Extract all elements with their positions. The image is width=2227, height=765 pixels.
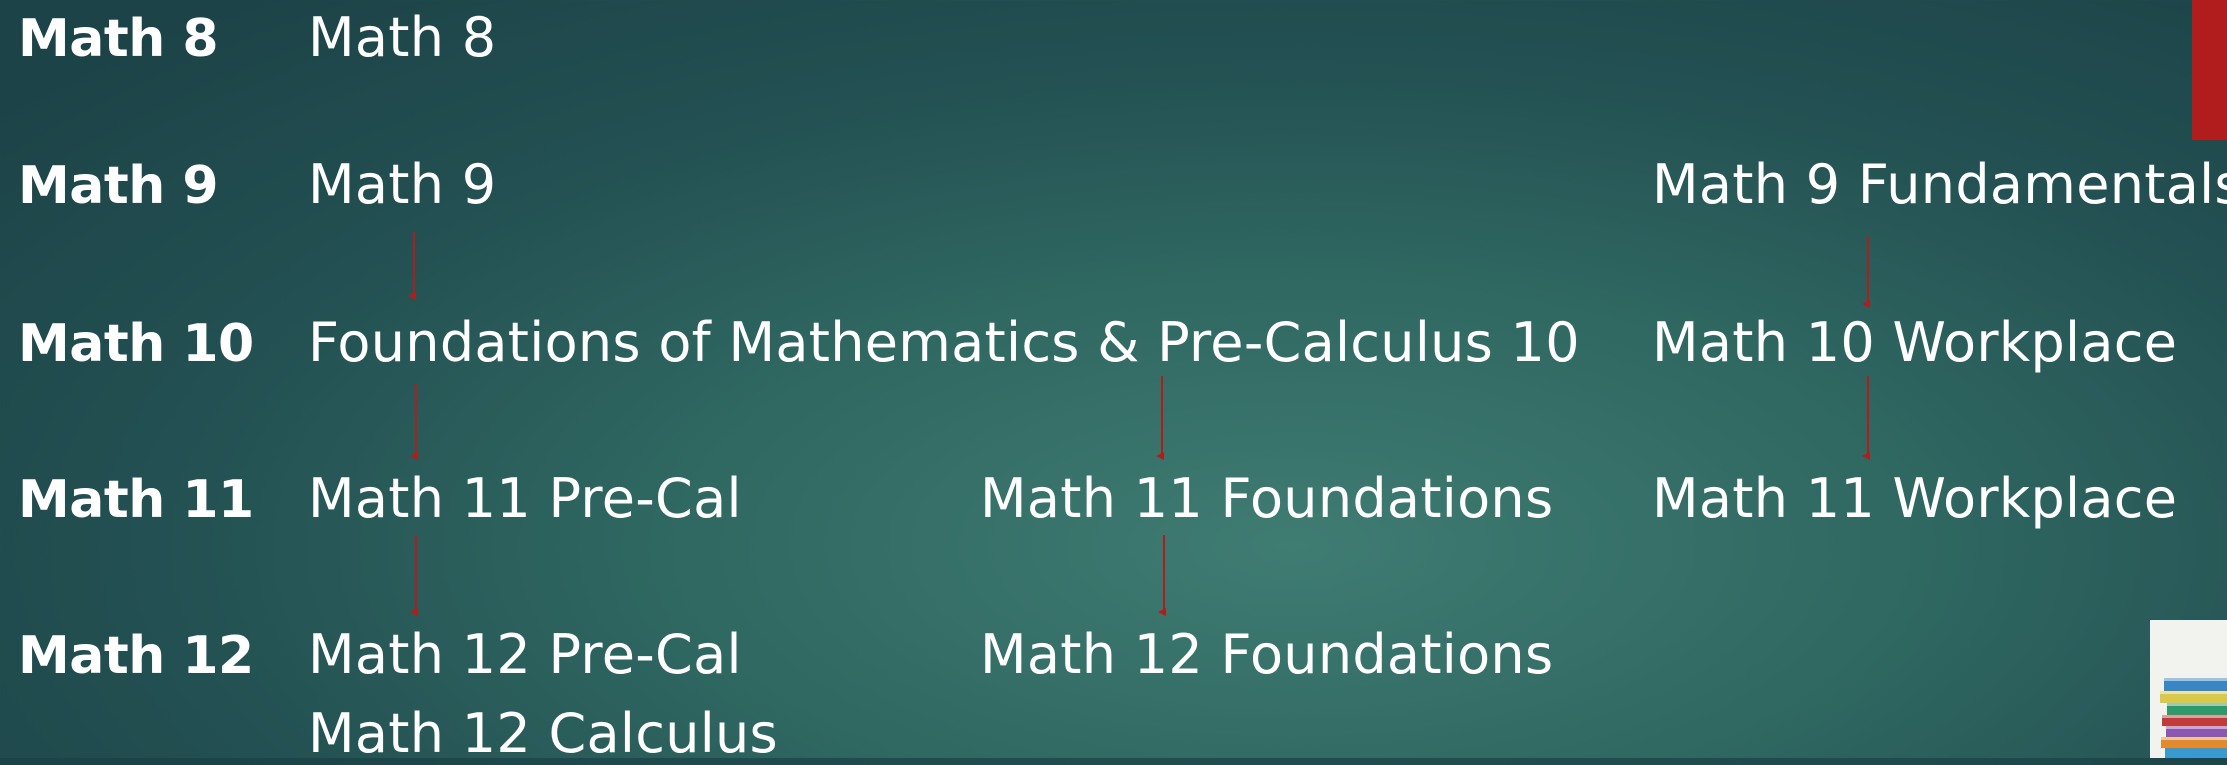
level-label-math8: Math 8	[18, 9, 219, 69]
slide-accent-tab	[2192, 0, 2227, 140]
book-stack-icon	[2150, 620, 2227, 758]
level-label-math11: Math 11	[18, 470, 254, 530]
course-math8: Math 8	[308, 6, 497, 69]
course-math12-precal: Math 12 Pre-Cal	[308, 623, 742, 686]
course-math12-calculus: Math 12 Calculus	[308, 702, 778, 765]
course-math11-workplace: Math 11 Workplace	[1652, 467, 2178, 530]
course-math9-fundamentals: Math 9 Fundamentals	[1652, 153, 2227, 216]
course-math9: Math 9	[308, 153, 497, 216]
level-label-math12: Math 12	[18, 626, 254, 686]
course-math10-workplace: Math 10 Workplace	[1652, 311, 2178, 374]
course-math11-foundations: Math 11 Foundations	[980, 467, 1554, 530]
level-label-math10: Math 10	[18, 314, 254, 374]
course-math12-foundations: Math 12 Foundations	[980, 623, 1554, 686]
course-math11-precal: Math 11 Pre-Cal	[308, 467, 742, 530]
level-label-math9: Math 9	[18, 156, 219, 216]
course-foundations-precalc-10: Foundations of Mathematics & Pre-Calculu…	[308, 311, 1580, 374]
